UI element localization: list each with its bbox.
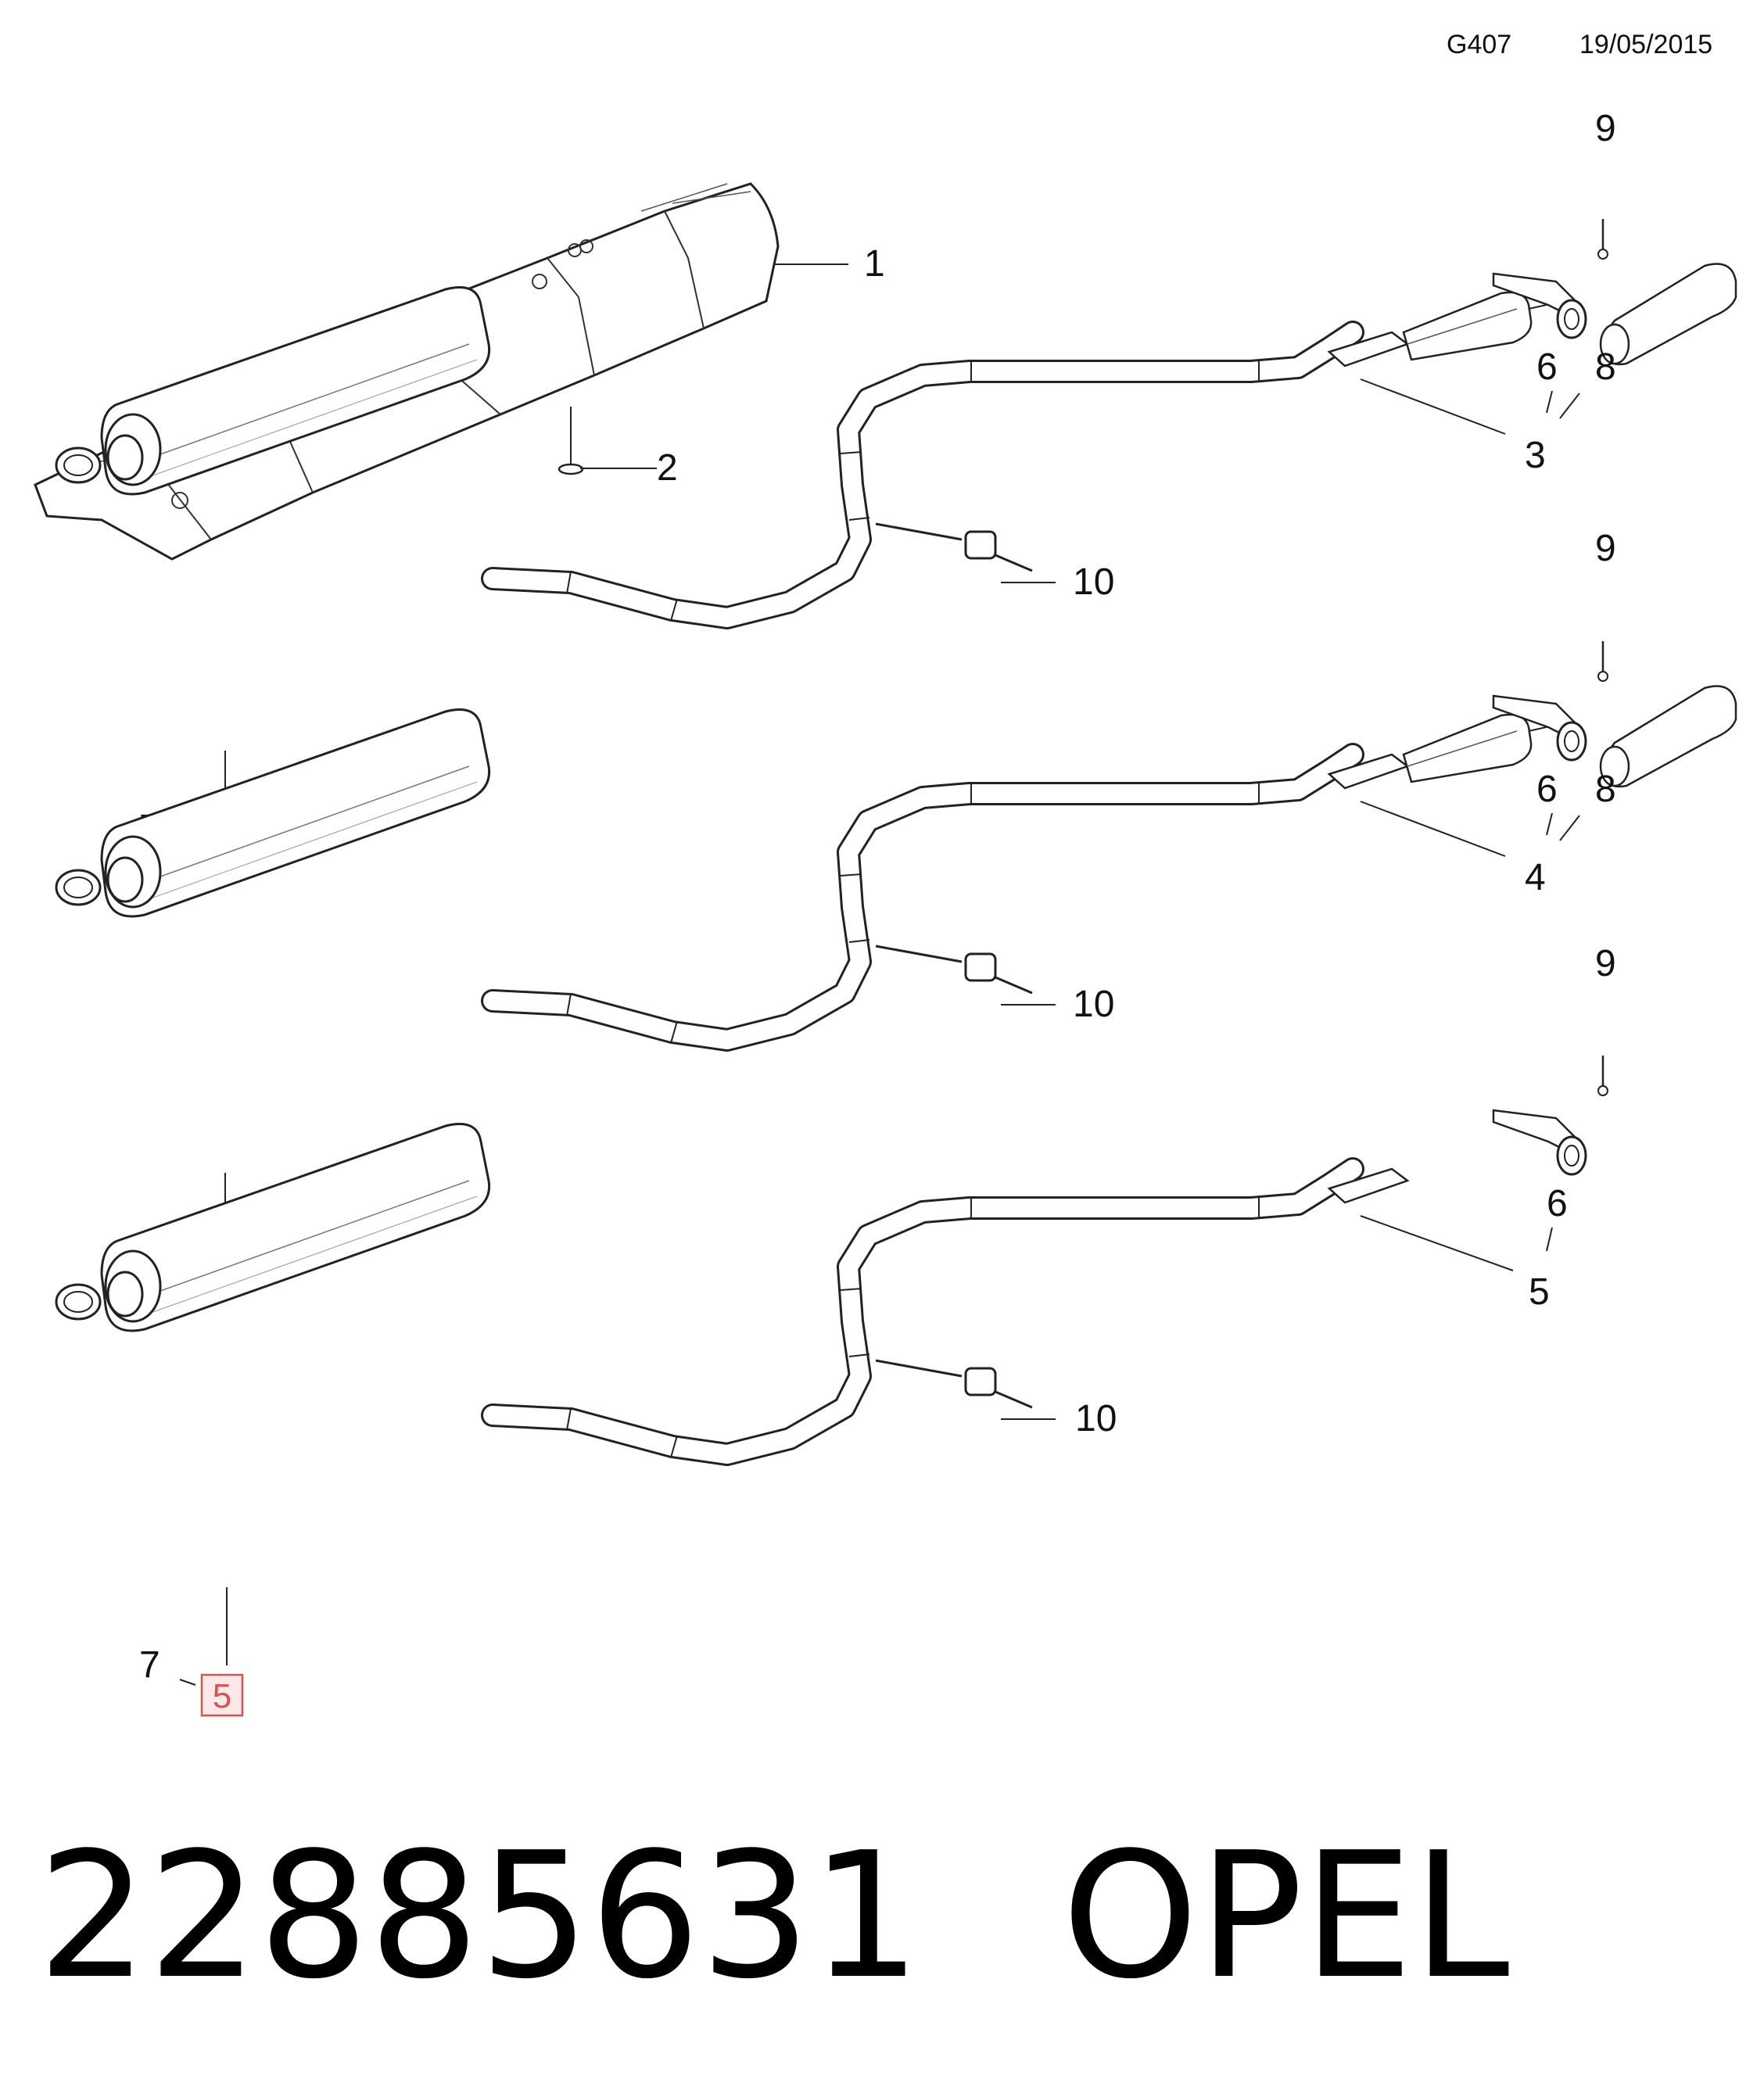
highlight-box <box>200 1673 244 1717</box>
callout-9-middle: 9 <box>1595 528 1616 569</box>
callout-10-top: 10 <box>1073 561 1114 603</box>
diagram-date: 19/05/2015 <box>1579 30 1712 59</box>
diagram-code: G407 <box>1447 30 1511 59</box>
callout-8-top: 8 <box>1595 346 1616 388</box>
callout-2: 2 <box>657 447 678 489</box>
callout-6-top: 6 <box>1536 346 1558 388</box>
brand-name: OPEL <box>1061 1816 1510 2017</box>
callout-6-middle: 6 <box>1536 769 1558 810</box>
exhaust-assembly-middle <box>56 640 1737 1043</box>
footer: 22885631 OPEL <box>38 1830 1510 2017</box>
callout-7-bottom: 7 <box>139 1644 160 1686</box>
callout-4-right-middle: 4 <box>1525 857 1546 898</box>
callout-1: 1 <box>864 243 885 285</box>
exhaust-assembly-top <box>56 217 1737 621</box>
callout-5-right-bottom: 5 <box>1529 1271 1550 1313</box>
callout-10-middle: 10 <box>1073 984 1114 1025</box>
callout-6-bottom: 6 <box>1547 1183 1568 1224</box>
exhaust-assembly-bottom <box>56 1054 1609 1457</box>
callout-10-bottom: 10 <box>1075 1398 1117 1439</box>
part-number: 22885631 <box>38 1816 921 2017</box>
callout-9-top: 9 <box>1595 108 1616 149</box>
callout-3-right-top: 3 <box>1525 435 1546 476</box>
callout-9-bottom: 9 <box>1595 943 1616 984</box>
callout-5-highlighted: 5 <box>213 1677 231 1715</box>
callout-8-middle: 8 <box>1595 769 1616 810</box>
